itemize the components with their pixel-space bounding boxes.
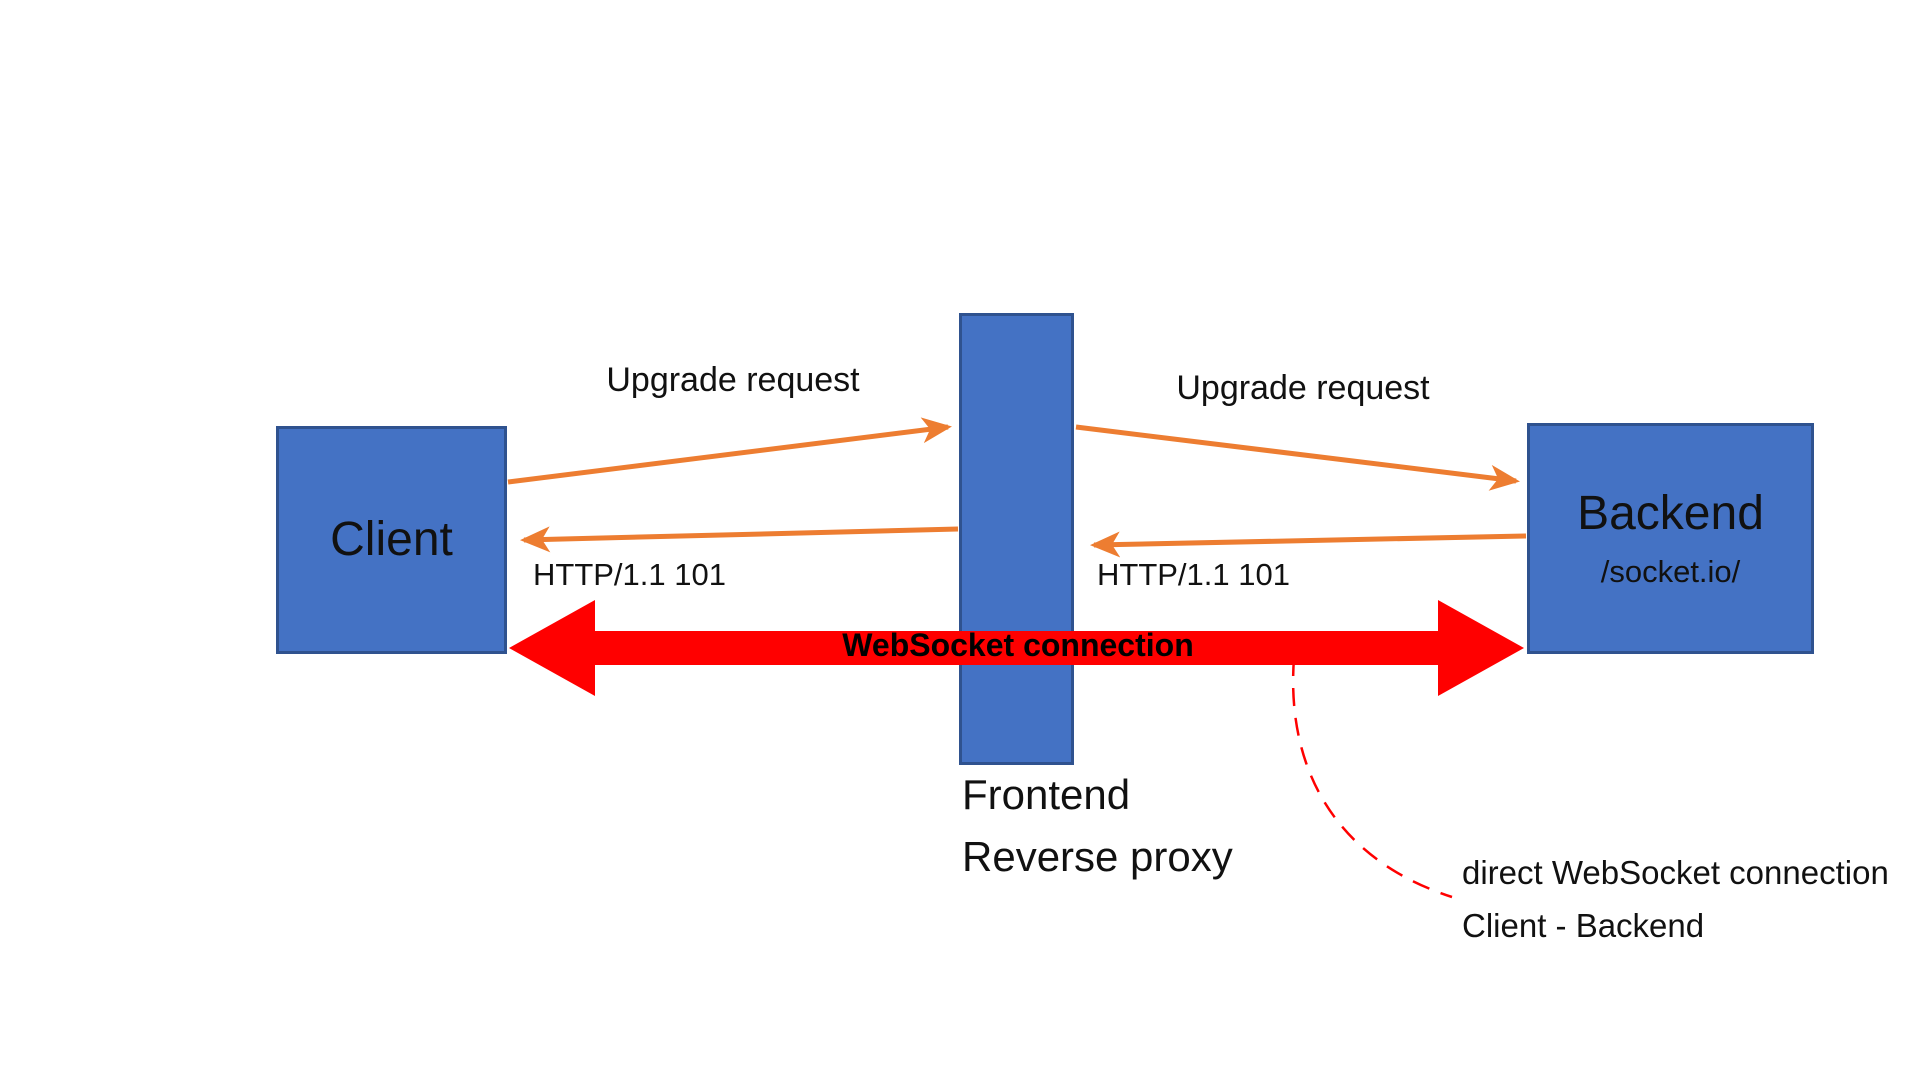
direct-websocket-annotation: direct WebSocket connection Client - Bac… bbox=[1462, 846, 1889, 953]
http-101-right-label: HTTP/1.1 101 bbox=[1097, 557, 1290, 592]
frontend-reverse-proxy-node bbox=[959, 313, 1074, 765]
backend-node-label: Backend bbox=[1577, 487, 1764, 541]
client-node: Client bbox=[276, 426, 507, 654]
upgrade-request-arrow-frontend-to-backend bbox=[1075, 424, 1520, 491]
upgrade-request-left-label: Upgrade request bbox=[606, 361, 860, 399]
client-node-label: Client bbox=[330, 512, 453, 566]
frontend-caption-line2: Reverse proxy bbox=[962, 833, 1233, 881]
backend-socketio-path-label: /socket.io/ bbox=[1600, 553, 1741, 589]
upgrade-request-arrow-client-to-frontend bbox=[507, 417, 952, 485]
upgrade-request-right-label: Upgrade request bbox=[1176, 369, 1430, 407]
backend-node: Backend /socket.io/ bbox=[1527, 423, 1814, 654]
direct-websocket-annotation-line2: Client - Backend bbox=[1462, 907, 1705, 945]
direct-websocket-callout-curve bbox=[1291, 657, 1453, 899]
frontend-caption-line1: Frontend bbox=[962, 771, 1131, 818]
http-101-left-label: HTTP/1.1 101 bbox=[533, 557, 726, 592]
http-101-arrow-frontend-to-client bbox=[520, 526, 959, 553]
frontend-reverse-proxy-caption: Frontend Reverse proxy bbox=[962, 764, 1233, 888]
websocket-connection-label: WebSocket connection bbox=[842, 627, 1194, 663]
direct-websocket-annotation-line1: direct WebSocket connection bbox=[1462, 854, 1889, 891]
http-101-arrow-backend-to-frontend bbox=[1090, 531, 1527, 558]
